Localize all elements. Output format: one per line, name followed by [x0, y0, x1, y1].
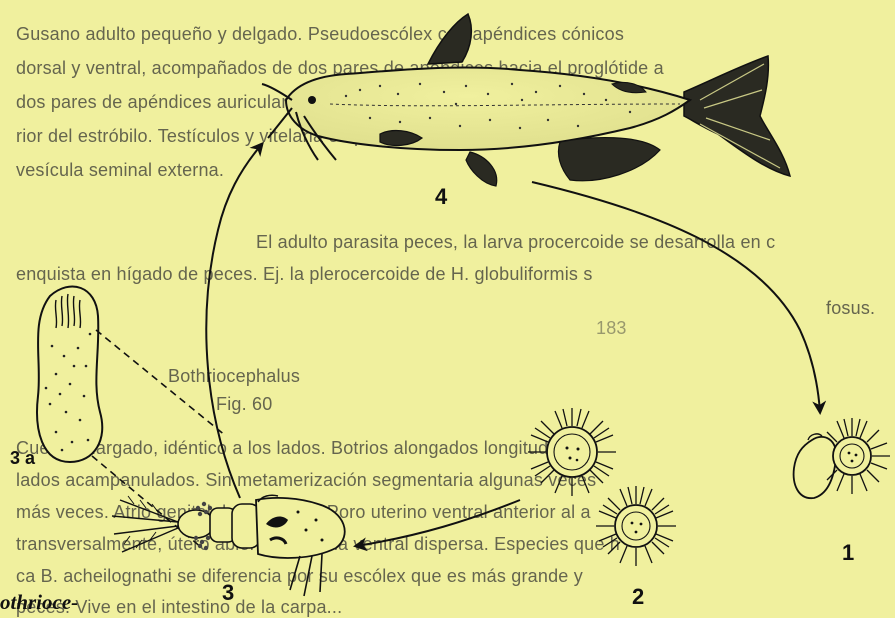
- label-copepod: 3: [222, 580, 234, 606]
- catfish-host-icon: [262, 14, 790, 186]
- label-fish-host: 4: [435, 184, 447, 210]
- label-coracidium-1: 1: [842, 540, 854, 566]
- cycle-arrow-icon: [206, 144, 820, 546]
- coracidium-icon: [596, 486, 676, 566]
- label-procercoid: 3 a: [10, 448, 35, 469]
- label-coracidium-2: 2: [632, 584, 644, 610]
- coracidium-icon: [528, 408, 616, 496]
- hatching-egg-coracidium-icon: [794, 418, 890, 498]
- figure-title-fragment: othrioce-: [0, 590, 78, 615]
